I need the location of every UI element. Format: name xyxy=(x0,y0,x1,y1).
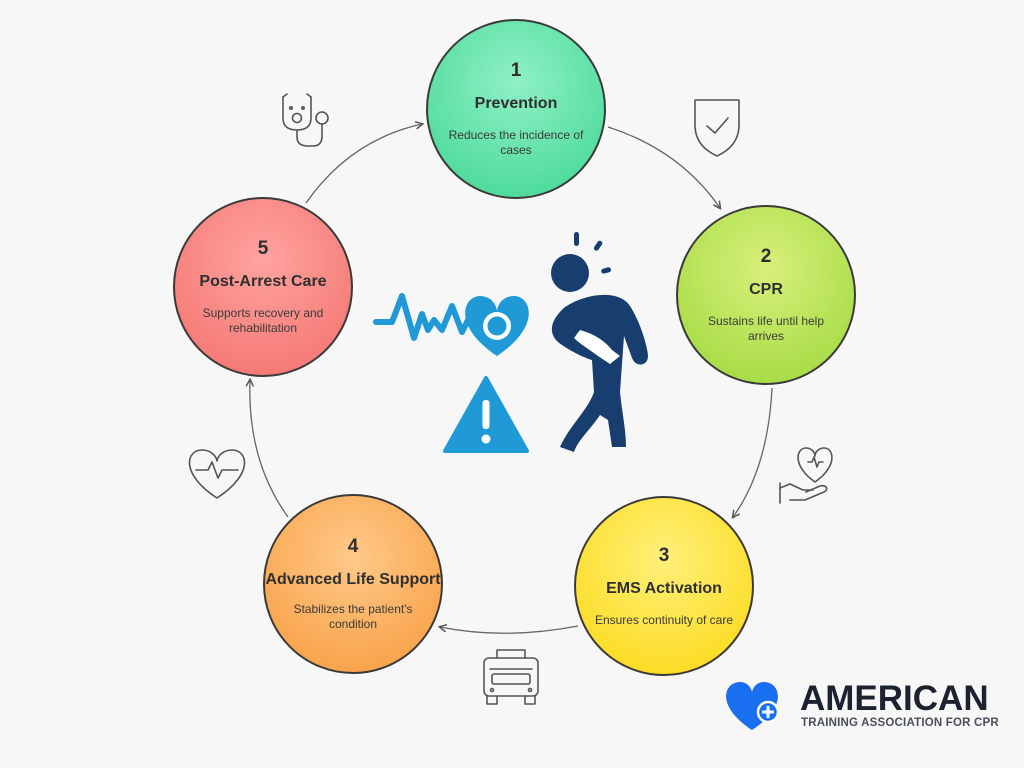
step-number: 3 xyxy=(658,544,670,566)
ambulance-icon xyxy=(483,649,539,705)
step-title: Prevention xyxy=(474,95,558,112)
logo-tagline: TRAINING ASSOCIATION FOR CPR xyxy=(801,717,999,729)
connector-4-5 xyxy=(250,380,289,518)
connector-2-3 xyxy=(733,387,773,517)
step-cpr: 2 CPR Sustains life until help arrives xyxy=(676,205,856,385)
step-title: Advanced Life Support xyxy=(265,571,441,588)
warning-icon xyxy=(443,376,529,453)
step-post-arrest-care: 5 Post-Arrest Care Supports recovery and… xyxy=(173,197,353,377)
step-number: 4 xyxy=(347,536,359,557)
step-description: Reduces the incidence of cases xyxy=(448,128,584,157)
step-description: Sustains life until help arrives xyxy=(707,314,825,343)
step-number: 1 xyxy=(510,60,522,81)
step-prevention: 1 Prevention Reduces the incidence of ca… xyxy=(426,19,606,199)
shield-check-icon xyxy=(694,99,740,157)
logo-name: AMERICAN xyxy=(800,679,989,718)
person-chest-pain-icon xyxy=(551,232,648,452)
step-description: Ensures continuity of care xyxy=(594,612,734,627)
step-number: 2 xyxy=(760,246,772,267)
step-ems-activation: 3 EMS Activation Ensures continuity of c… xyxy=(574,496,754,676)
connector-5-1 xyxy=(305,124,422,204)
step-description: Supports recovery and rehabilitation xyxy=(202,306,324,335)
connector-1-2 xyxy=(607,126,720,208)
heart-pulse-icon xyxy=(188,449,246,499)
step-title: EMS Activation xyxy=(606,579,722,597)
heartbeat-line-icon xyxy=(373,293,481,341)
connector-3-4 xyxy=(440,626,579,634)
stethoscope-icon xyxy=(282,93,329,147)
logo-heart-icon xyxy=(726,682,780,730)
step-description: Stabilizes the patient's condition xyxy=(293,602,413,631)
step-number: 5 xyxy=(257,238,269,259)
step-title: CPR xyxy=(749,281,783,298)
heart-icon xyxy=(465,296,529,356)
step-advanced-life-support: 4 Advanced Life Support Stabilizes the p… xyxy=(263,494,443,674)
hand-heart-icon xyxy=(779,447,833,504)
step-title: Post-Arrest Care xyxy=(199,273,327,290)
